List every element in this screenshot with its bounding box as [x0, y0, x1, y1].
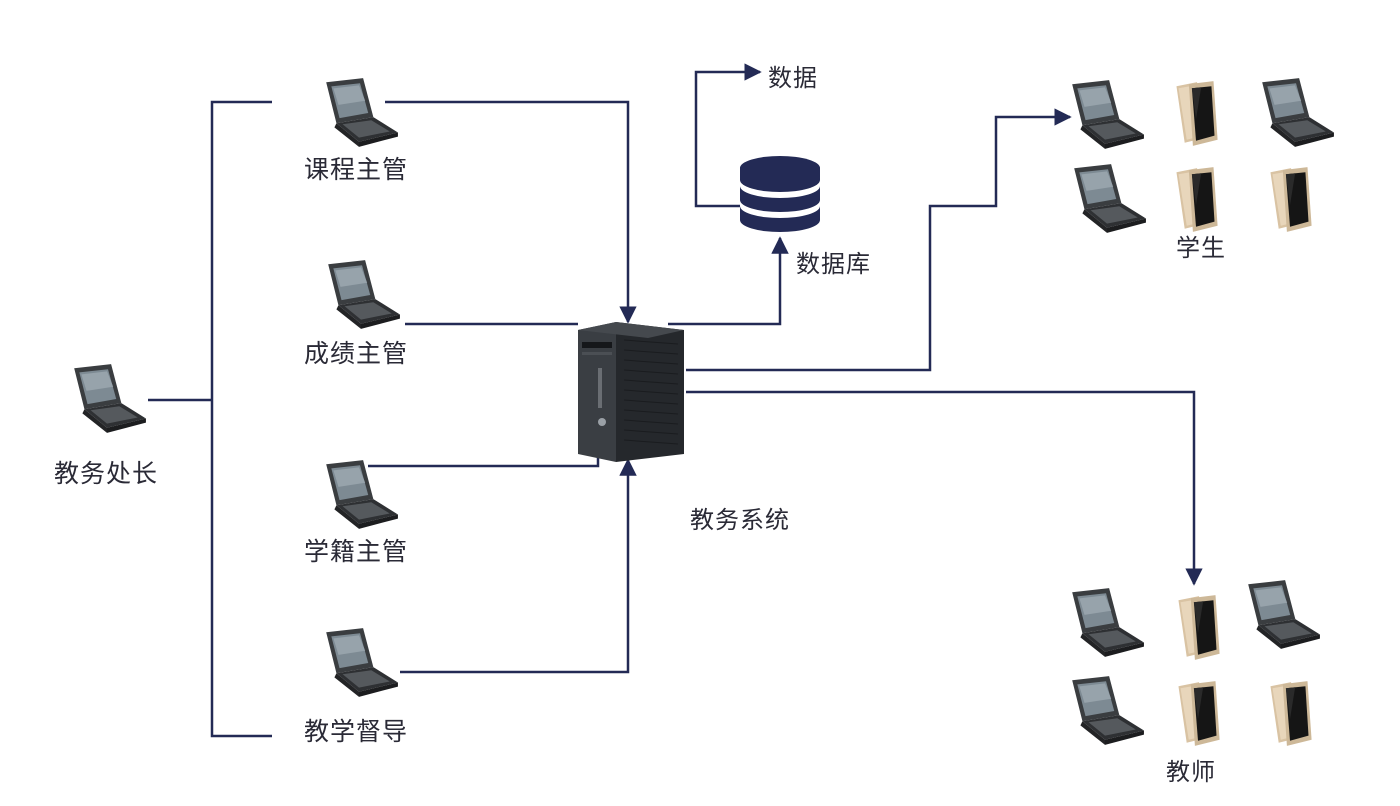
database-to-data-arrow	[694, 63, 762, 208]
laptop-icon	[1072, 588, 1144, 657]
director-bracket	[210, 100, 272, 738]
teachers-devices	[1072, 580, 1320, 746]
node-label-system: 教务系统	[690, 506, 790, 534]
laptop-icon	[1072, 676, 1144, 745]
laptop-icon	[74, 364, 146, 433]
connector-lines	[148, 63, 1203, 738]
system-to-database-arrow	[668, 236, 789, 326]
smartphone-icon	[1178, 681, 1220, 746]
database-icon	[740, 156, 820, 232]
node-label-course-manager: 课程主管	[304, 155, 409, 184]
course-to-system-arrow	[385, 100, 637, 324]
laptop-icon	[328, 260, 400, 329]
laptop-icon	[1074, 164, 1146, 233]
laptop-icon	[326, 628, 398, 697]
supervisor-to-system-arrow	[400, 458, 637, 674]
server-tower-icon	[578, 322, 684, 462]
system-to-teachers-arrow	[686, 390, 1203, 586]
node-label-students: 学生	[1176, 234, 1226, 262]
system-to-students-arrow	[686, 108, 1072, 372]
smartphone-icon	[1176, 167, 1218, 232]
laptop-icon	[1072, 80, 1144, 149]
laptop-icon	[1248, 580, 1320, 649]
node-label-supervisor: 教学督导	[304, 717, 409, 746]
smartphone-icon	[1178, 595, 1220, 660]
node-label-registry-manager: 学籍主管	[304, 537, 409, 566]
smartphone-icon	[1176, 81, 1218, 146]
smartphone-icon	[1270, 681, 1312, 746]
laptop-icon	[326, 78, 398, 147]
laptop-icon	[1262, 78, 1334, 147]
students-devices	[1072, 78, 1334, 233]
node-label-database: 数据库	[796, 250, 871, 278]
smartphone-icon	[1270, 167, 1312, 232]
node-label-data: 数据	[768, 64, 818, 92]
node-label-director: 教务处长	[54, 459, 159, 488]
node-label-teachers: 教师	[1166, 758, 1216, 786]
laptop-icon	[326, 460, 398, 529]
registry-to-system-link	[368, 458, 600, 468]
node-label-grade-manager: 成绩主管	[304, 339, 409, 368]
